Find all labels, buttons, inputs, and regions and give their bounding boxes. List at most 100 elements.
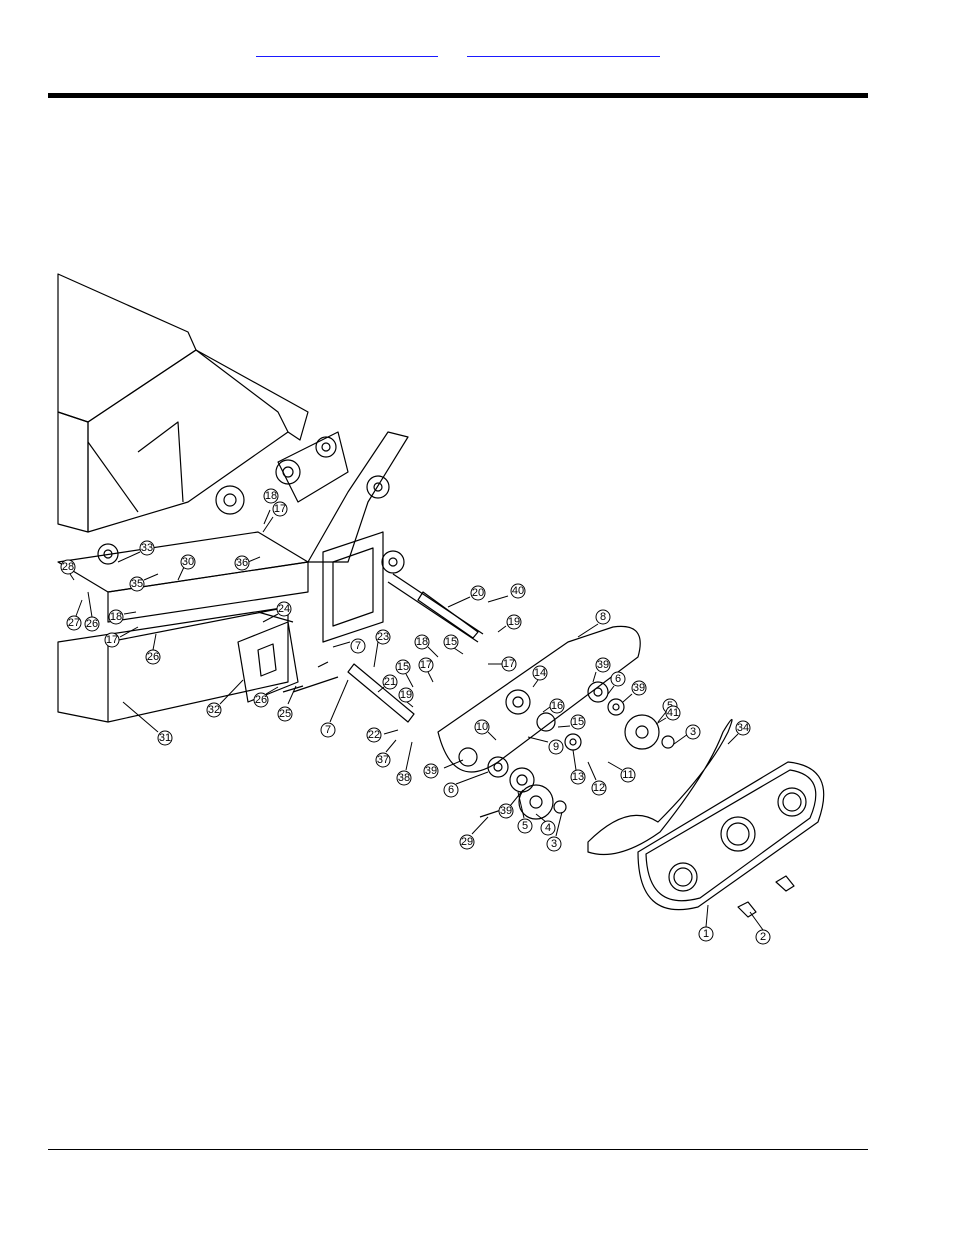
callout-1: 1 <box>698 904 714 942</box>
callout-13: 13 <box>570 749 586 785</box>
callout-31: 31 <box>122 701 173 746</box>
callout-2: 2 <box>749 911 771 945</box>
svg-text:24: 24 <box>278 603 290 615</box>
callout-26c: 26 <box>253 686 279 708</box>
callout-37: 37 <box>375 739 397 768</box>
callout-25: 25 <box>277 685 297 722</box>
callout-3b: 3 <box>546 811 563 852</box>
svg-text:7: 7 <box>355 640 361 652</box>
callout-32: 32 <box>206 679 244 718</box>
svg-text:19: 19 <box>508 616 520 628</box>
callout-39b: 39 <box>622 680 647 703</box>
callout-22: 22 <box>366 727 399 743</box>
svg-text:34: 34 <box>737 722 749 734</box>
callout-15c: 15 <box>557 714 586 730</box>
callout-10: 10 <box>474 719 497 741</box>
svg-text:18: 18 <box>110 611 122 623</box>
svg-text:33: 33 <box>141 542 153 554</box>
svg-text:1: 1 <box>703 928 709 940</box>
svg-text:17: 17 <box>274 503 286 515</box>
svg-text:13: 13 <box>572 771 584 783</box>
svg-text:17: 17 <box>106 634 118 646</box>
callout-18a: 18 <box>263 488 279 525</box>
callout-layer: 1 2 3 3 4 5 5 6 6 7 7 8 9 10 11 12 13 14… <box>60 488 771 945</box>
svg-text:26: 26 <box>86 618 98 630</box>
callout-35: 35 <box>129 573 159 592</box>
callout-27: 27 <box>66 599 83 631</box>
svg-text:27: 27 <box>68 617 80 629</box>
callout-39c: 39 <box>423 759 464 779</box>
callout-6b: 6 <box>443 771 489 798</box>
svg-text:17: 17 <box>503 658 515 670</box>
svg-text:35: 35 <box>131 578 143 590</box>
callout-36: 36 <box>234 555 261 571</box>
header-rule <box>48 93 868 98</box>
callout-41: 41 <box>655 705 681 725</box>
callout-7b: 7 <box>320 679 349 738</box>
svg-text:39: 39 <box>597 659 609 671</box>
svg-text:5: 5 <box>667 700 673 712</box>
svg-text:3: 3 <box>551 838 557 850</box>
svg-text:25: 25 <box>279 708 291 720</box>
svg-text:18: 18 <box>416 636 428 648</box>
svg-text:18: 18 <box>265 490 277 502</box>
svg-text:12: 12 <box>593 782 605 794</box>
callout-26a: 26 <box>84 591 100 632</box>
svg-text:30: 30 <box>182 556 194 568</box>
callout-18b: 18 <box>108 609 137 625</box>
callout-29: 29 <box>459 816 489 850</box>
callout-3a: 3 <box>673 724 701 745</box>
svg-text:4: 4 <box>545 822 551 834</box>
callout-28: 28 <box>60 559 76 581</box>
callout-14: 14 <box>532 665 548 688</box>
svg-text:21: 21 <box>384 676 396 688</box>
parts-diagram: 1 2 3 3 4 5 5 6 6 7 7 8 9 10 11 12 13 14… <box>48 262 848 952</box>
svg-text:15: 15 <box>572 716 584 728</box>
svg-text:17: 17 <box>420 659 432 671</box>
svg-text:31: 31 <box>159 732 171 744</box>
callout-26b: 26 <box>145 633 161 665</box>
svg-text:20: 20 <box>472 587 484 599</box>
callout-8: 8 <box>577 609 611 638</box>
header-link-left[interactable] <box>256 42 438 57</box>
callout-24: 24 <box>262 601 292 623</box>
callout-17c: 17 <box>418 657 434 683</box>
svg-text:16: 16 <box>551 700 563 712</box>
callout-11: 11 <box>607 761 636 783</box>
callout-17a: 17 <box>262 501 288 533</box>
svg-text:39: 39 <box>425 765 437 777</box>
svg-text:11: 11 <box>622 769 633 781</box>
svg-text:9: 9 <box>553 741 559 753</box>
callout-19b: 19 <box>398 687 414 708</box>
frame-assembly <box>57 273 825 918</box>
callout-15a: 15 <box>395 659 414 688</box>
svg-text:32: 32 <box>208 704 220 716</box>
callout-40: 40 <box>487 583 526 603</box>
svg-text:28: 28 <box>62 561 74 573</box>
callout-9: 9 <box>527 736 564 755</box>
callout-20: 20 <box>447 585 486 608</box>
header-link-right[interactable] <box>467 42 660 57</box>
svg-text:26: 26 <box>147 651 159 663</box>
svg-text:15: 15 <box>397 661 409 673</box>
svg-text:23: 23 <box>377 631 389 643</box>
svg-text:6: 6 <box>615 673 621 685</box>
svg-text:6: 6 <box>448 784 454 796</box>
svg-text:19: 19 <box>400 689 412 701</box>
svg-text:38: 38 <box>398 772 410 784</box>
callout-38: 38 <box>396 741 413 786</box>
callout-6a: 6 <box>607 671 626 695</box>
svg-text:40: 40 <box>512 585 524 597</box>
exploded-view-drawing: 1 2 3 3 4 5 5 6 6 7 7 8 9 10 11 12 13 14… <box>57 273 825 945</box>
callout-39a: 39 <box>592 657 611 683</box>
svg-text:8: 8 <box>600 611 606 623</box>
svg-text:10: 10 <box>476 721 488 733</box>
svg-text:7: 7 <box>325 724 331 736</box>
callout-5b: 5 <box>517 791 533 834</box>
svg-text:36: 36 <box>236 557 248 569</box>
svg-text:37: 37 <box>377 754 389 766</box>
callout-30: 30 <box>177 554 196 581</box>
callout-17b: 17 <box>104 626 139 648</box>
callout-18c: 18 <box>414 634 439 658</box>
callout-17d: 17 <box>488 656 517 672</box>
